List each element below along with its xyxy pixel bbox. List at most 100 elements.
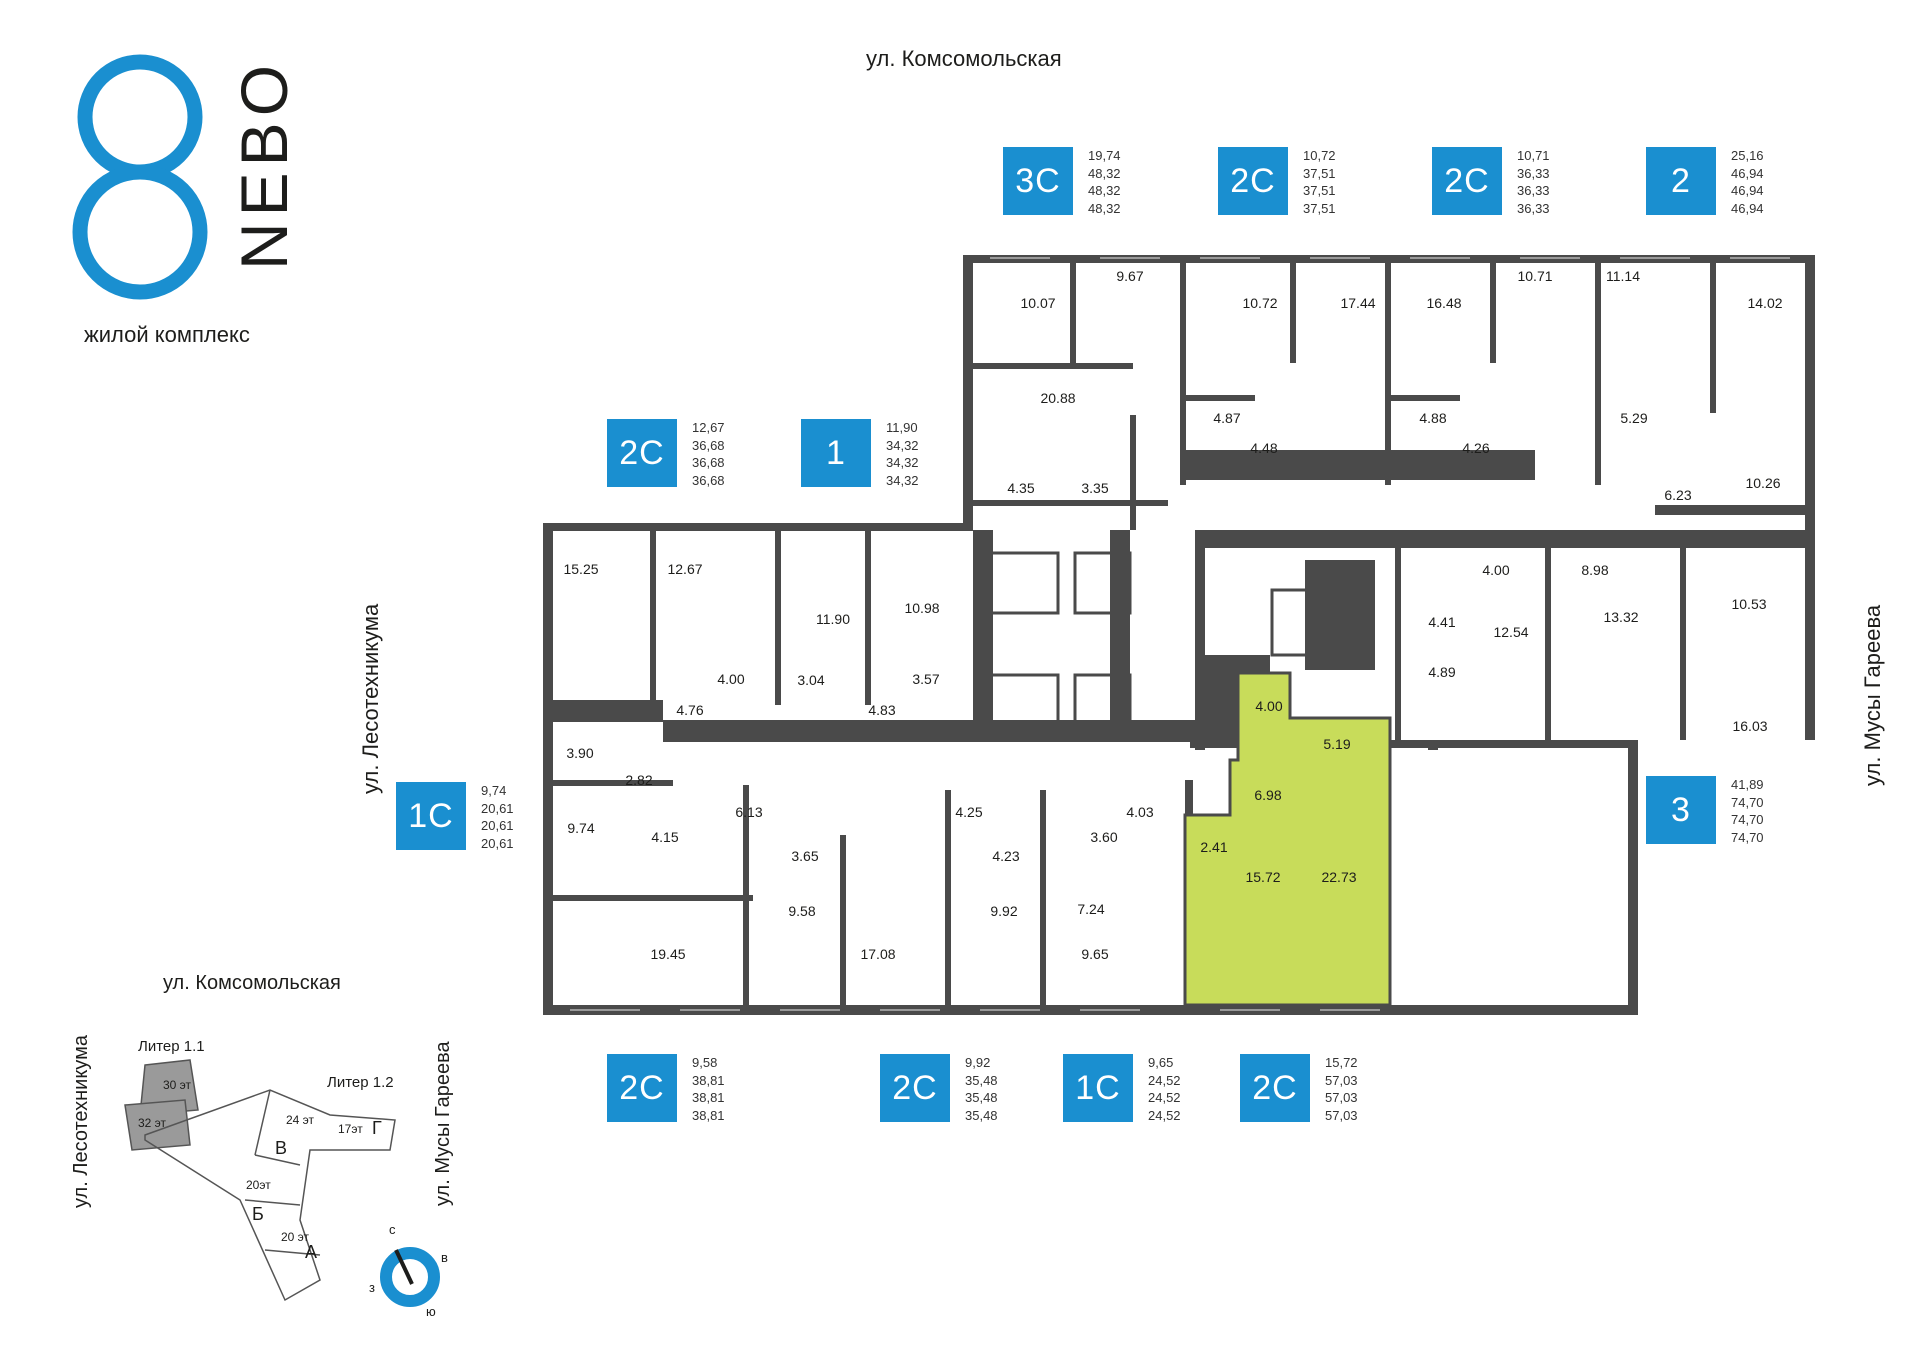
room-area: 10.53 [1731, 596, 1767, 612]
street-left: ул. Лесотехникума [358, 603, 383, 794]
room-area: 9.58 [788, 903, 816, 919]
room-area: 19.45 [650, 946, 686, 962]
room-area: 10.98 [904, 600, 940, 616]
room-area: 4.48 [1250, 440, 1278, 456]
apartment-badge-2c[interactable]: 2С [607, 1054, 677, 1122]
key-floor: 24 эт [286, 1113, 315, 1127]
room-area: 5.19 [1323, 736, 1351, 752]
apartment-badge-2[interactable]: 2 [1646, 147, 1716, 215]
key-street-right: ул. Мусы Гареева [432, 1041, 454, 1206]
apartment-badge-2c[interactable]: 2С [1432, 147, 1502, 215]
room-area: 7.24 [1077, 901, 1105, 917]
window-marks [570, 257, 1790, 1011]
room-area: 6.23 [1664, 487, 1692, 503]
compass-north: с [389, 1222, 396, 1237]
key-street-top: ул. Комсомольская [163, 972, 341, 994]
room-area: 4.26 [1462, 440, 1490, 456]
apartment-badge-1c[interactable]: 1С [396, 782, 466, 850]
apartment-badge-1[interactable]: 1 [801, 419, 871, 487]
room-area: 4.25 [955, 804, 983, 820]
room-area: 4.35 [1007, 480, 1035, 496]
logo-name: NEBO [227, 58, 301, 270]
key-floor: 20эт [246, 1178, 271, 1192]
apartment-badge-2c[interactable]: 2С [1218, 147, 1288, 215]
room-area: 6.98 [1254, 787, 1282, 803]
room-area: 8.98 [1581, 562, 1609, 578]
key-section: Г [372, 1118, 382, 1138]
key-floor: 30 эт [163, 1078, 192, 1092]
room-area: 2.41 [1200, 839, 1228, 855]
compass-south: ю [426, 1304, 436, 1319]
core-outlines [981, 551, 1364, 742]
street-right: ул. Мусы Гареева [1860, 604, 1885, 786]
apartment-badge-2c[interactable]: 2С [880, 1054, 950, 1122]
room-area: 16.03 [1732, 718, 1768, 734]
apartment-badge-3c[interactable]: 3С [1003, 147, 1073, 215]
room-area: 11.90 [816, 611, 850, 627]
highlighted-apartment [1183, 671, 1392, 1007]
compass-icon [380, 1247, 440, 1307]
apartment-badge-2c-highlighted[interactable]: 2С [1240, 1054, 1310, 1122]
logo-eight-icon [72, 54, 208, 300]
room-area: 4.89 [1428, 664, 1456, 680]
room-area: 13.32 [1603, 609, 1639, 625]
room-area: 2.82 [625, 772, 653, 788]
room-area: 17.44 [1340, 295, 1376, 311]
apartment-badge-1c[interactable]: 1С [1063, 1054, 1133, 1122]
room-area: 4.76 [676, 702, 704, 718]
room-area: 9.65 [1081, 946, 1109, 962]
key-street-left: ул. Лесотехникума [70, 1035, 92, 1208]
key-liter-1-1: Литер 1.1 [138, 1038, 205, 1055]
compass-east: в [441, 1250, 448, 1265]
key-floor: 32 эт [138, 1116, 167, 1130]
apartment-badge-2c[interactable]: 2С [607, 419, 677, 487]
room-area: 4.00 [717, 671, 745, 687]
room-area: 14.02 [1747, 295, 1783, 311]
room-area: 4.87 [1213, 410, 1241, 426]
room-area: 4.88 [1419, 410, 1447, 426]
room-area: 5.29 [1620, 410, 1648, 426]
room-area: 9.67 [1116, 268, 1144, 284]
room-area: 9.74 [567, 820, 595, 836]
room-area: 6.13 [735, 804, 763, 820]
key-floor: 20 эт [281, 1230, 310, 1244]
room-area: 4.03 [1126, 804, 1154, 820]
room-area: 12.67 [667, 561, 703, 577]
room-area: 10.07 [1020, 295, 1056, 311]
room-area: 15.25 [563, 561, 599, 577]
room-area: 17.08 [860, 946, 896, 962]
key-section: А [305, 1242, 318, 1262]
room-area: 22.73 [1321, 869, 1357, 885]
street-top: ул. Комсомольская [866, 46, 1062, 71]
room-area: 15.72 [1245, 869, 1281, 885]
room-area: 4.23 [992, 848, 1020, 864]
building-walls [543, 255, 1815, 1015]
room-area: 3.60 [1090, 829, 1118, 845]
room-area: 10.72 [1242, 295, 1278, 311]
key-section: Б [252, 1204, 264, 1224]
room-area: 3.65 [791, 848, 819, 864]
key-section: В [275, 1138, 288, 1158]
room-area: 9.92 [990, 903, 1018, 919]
room-area: 3.57 [912, 671, 940, 687]
room-area: 4.00 [1255, 698, 1283, 714]
key-plan [124, 1059, 396, 1302]
room-area: 3.35 [1081, 480, 1109, 496]
key-floor: 17эт [338, 1122, 363, 1136]
room-area: 4.15 [651, 829, 679, 845]
key-liter-1-2: Литер 1.2 [327, 1074, 394, 1091]
apartment-badge-3[interactable]: 3 [1646, 776, 1716, 844]
